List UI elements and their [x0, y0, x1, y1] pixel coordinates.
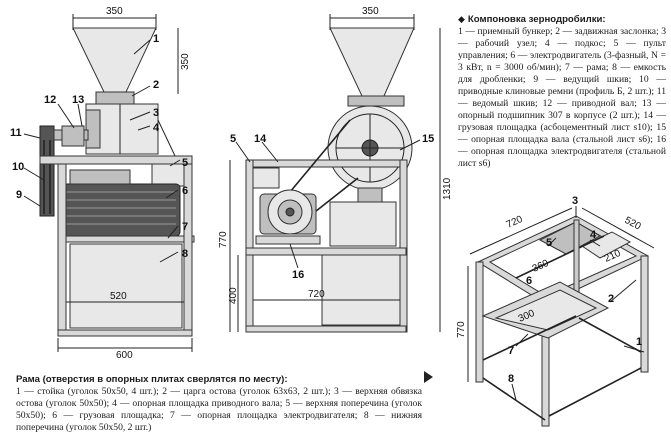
belt-shape [289, 119, 351, 193]
callout-frame-1: 1 [636, 336, 642, 348]
callout-11: 11 [10, 127, 22, 139]
callout-frame-5: 5 [546, 237, 552, 249]
callout-3: 3 [153, 107, 159, 119]
dim-hopper-height: 350 [180, 53, 191, 70]
frame-top-shape [39, 155, 193, 165]
gate-valve-shape [95, 91, 135, 105]
callout-6: 6 [182, 185, 188, 197]
callout-4: 4 [153, 122, 160, 134]
callout-12: 12 [44, 94, 56, 106]
side-frame-top-shape [245, 159, 407, 168]
frame-isometric-view: 720 520 770 360 210 300 1 2 3 4 5 6 7 8 [456, 195, 655, 427]
legend-bottom: Рама (отверстия в опорных плитах сверлят… [16, 374, 422, 434]
brace-shape [157, 119, 177, 159]
dim-frame-width: 520 [623, 215, 643, 233]
callout-frame-2: 2 [608, 293, 614, 305]
driven-pulley-shape [39, 125, 55, 217]
side-hopper-shape [329, 27, 415, 97]
dim-inner-width: 720 [308, 289, 325, 300]
callout-side-14: 14 [254, 133, 267, 145]
legend-bottom-body: 1 — стойка (уголок 50х50, 4 шт.); 2 — ца… [16, 386, 422, 433]
callout-10: 10 [12, 161, 24, 173]
callout-7: 7 [182, 221, 188, 233]
motor-pad-shape [255, 235, 321, 245]
callout-13: 13 [72, 94, 84, 106]
callout-9: 9 [16, 189, 22, 201]
legend-top-body: 1 — приемный бункер; 2 — задвижная засло… [458, 26, 666, 169]
callout-5: 5 [182, 157, 188, 169]
dim-side-hopper-width: 350 [362, 6, 379, 17]
container-shape [69, 243, 183, 329]
callout-frame-6: 6 [526, 275, 532, 287]
front-view: 350 350 [10, 6, 195, 361]
callout-frame-3: 3 [572, 195, 578, 207]
callout-side-5: 5 [230, 133, 236, 145]
dim-total-width: 600 [116, 350, 133, 361]
callout-frame-4: 4 [590, 229, 597, 241]
legend-top: ◆Компоновка зернодробилки: 1 — приемный … [458, 14, 666, 170]
dim-hopper-width: 350 [106, 6, 123, 17]
callout-2: 2 [153, 79, 159, 91]
iso-leg-shape [475, 261, 484, 383]
dim-frame-height: 770 [456, 321, 467, 338]
dim-frame-length: 720 [505, 214, 525, 231]
side-leg-shape [245, 159, 254, 333]
dim-lower-height: 400 [228, 287, 239, 304]
dim-total-height: 1310 [442, 177, 453, 200]
callout-frame-7: 7 [508, 345, 514, 357]
legend-top-title: Компоновка зернодробилки: [467, 14, 606, 25]
dim-base-inner: 520 [110, 291, 127, 302]
pointer-arrow-icon [424, 371, 433, 383]
callout-1: 1 [153, 33, 159, 45]
callout-side-16: 16 [292, 269, 304, 281]
leg-shape [57, 163, 67, 333]
callout-side-15: 15 [422, 133, 434, 145]
callout-8: 8 [182, 248, 188, 260]
dim-leg-height: 770 [218, 231, 229, 248]
legend-bottom-title: Рама (отверстия в опорных плитах сверлят… [16, 374, 288, 385]
callout-frame-8: 8 [508, 373, 514, 385]
side-view: 350 1310 770 400 [218, 6, 453, 333]
hopper-shape [72, 27, 157, 93]
legend-marker-icon: ◆ [458, 15, 465, 25]
iso-shaft-pad-shape [538, 221, 602, 255]
